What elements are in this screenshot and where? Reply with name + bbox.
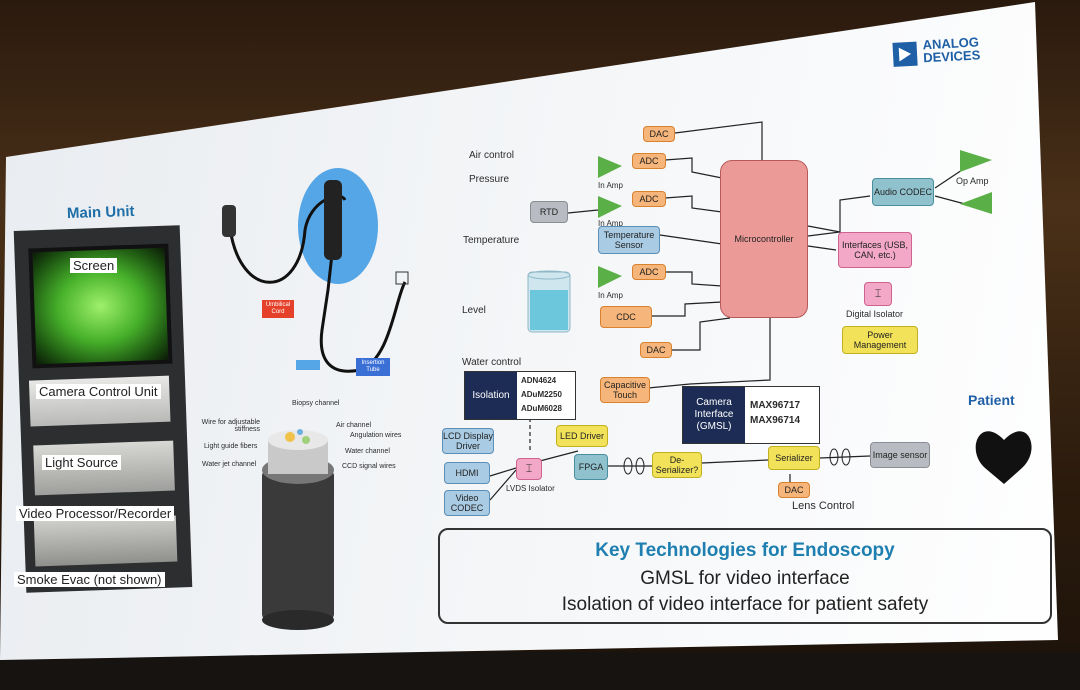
adc-level: ADC: [632, 264, 666, 280]
lvds-isolator-label: LVDS Isolator: [506, 484, 555, 493]
cdc-block: CDC: [600, 306, 652, 328]
label-smoke-evac: Smoke Evac (not shown): [14, 572, 165, 587]
inamp-label-3: In Amp: [598, 291, 623, 300]
temperature-sensor-block: Temperature Sensor: [598, 226, 660, 254]
cs-water-channel: Water channel: [345, 448, 390, 455]
inamp-label-2: In Amp: [598, 219, 623, 228]
cs-wire-stiffness: Wire for adjustable stiffness: [201, 419, 260, 433]
isolation-part-2: ADuM2250: [521, 390, 562, 399]
led-driver-block: LED Driver: [556, 425, 608, 447]
camera-interface-title: Camera Interface (GMSL): [683, 387, 745, 443]
capacitive-touch-block: Capacitive Touch: [600, 377, 650, 403]
key-tech-line-2: Isolation of video interface for patient…: [561, 594, 929, 615]
label-video-processor: Video Processor/Recorder: [16, 506, 175, 521]
isolation-part-3: ADuM6028: [521, 404, 562, 413]
adc-temperature: ADC: [632, 191, 666, 207]
key-tech-box: Key Technologies for Endoscopy GMSL for …: [438, 528, 1052, 624]
label-screen: Screen: [70, 258, 118, 273]
adc-pressure: ADC: [632, 153, 666, 169]
video-codec-block: Video CODEC: [444, 490, 490, 516]
cs-water-jet: Water jet channel: [202, 461, 257, 468]
sensor-level: Level: [462, 305, 486, 316]
lcd-driver-block: LCD Display Driver: [442, 428, 494, 454]
image-sensor-block: Image sensor: [870, 442, 930, 468]
cs-angulation: Angulation wires: [350, 432, 402, 439]
key-tech-line-1: GMSL for video interface: [640, 568, 850, 589]
fpga-block: FPGA: [574, 454, 608, 480]
isolation-title: Isolation: [465, 372, 517, 419]
cs-biopsy: Biopsy channel: [292, 400, 340, 407]
camera-interface-block: Camera Interface (GMSL) MAX96717 MAX9671…: [682, 386, 820, 444]
cs-light-guide: Light guide fibers: [204, 443, 258, 450]
camera-part-1: MAX96717: [750, 400, 801, 411]
key-tech-heading: Key Technologies for Endoscopy: [595, 540, 895, 561]
camera-part-2: MAX96714: [750, 415, 801, 426]
deserializer-block: De-Serializer?: [652, 452, 702, 478]
room-floor: [0, 652, 1080, 690]
insertion-tube-tag: Insertion Tube: [356, 358, 390, 376]
serializer-block: Serializer: [768, 446, 820, 470]
sensor-air-control: Air control: [469, 150, 515, 161]
dac-lens-block: DAC: [778, 482, 810, 498]
dac-water: DAC: [640, 342, 672, 358]
power-management-block: Power Management: [842, 326, 918, 354]
patient-heart-icon: [975, 415, 1035, 485]
digital-isolator-label: Digital Isolator: [846, 309, 904, 319]
sensor-pressure: Pressure: [469, 174, 510, 185]
rtd-block: RTD: [530, 201, 568, 223]
isolation-block: Isolation ADN4624 ADuM2250 ADuM6028: [464, 371, 576, 420]
op-amp-label: Op Amp: [956, 176, 989, 186]
label-light-source: Light Source: [42, 455, 121, 470]
umbilical-cord-tag: Umbilical Cord: [262, 300, 294, 318]
label-camera-control-unit: Camera Control Unit: [36, 384, 161, 399]
audio-codec-block: Audio CODEC: [872, 178, 934, 206]
patient-label: Patient: [968, 392, 1015, 408]
isolation-part-1: ADN4624: [521, 376, 557, 385]
dac-top: DAC: [643, 126, 675, 142]
sensor-temperature: Temperature: [463, 235, 520, 246]
cs-air: Air channel: [336, 422, 372, 429]
lvds-isolator-icon: ⌶: [516, 458, 542, 480]
sensor-water-control: Water control: [462, 357, 522, 368]
microcontroller-block: Microcontroller: [720, 160, 808, 318]
hdmi-block: HDMI: [444, 462, 490, 484]
inamp-label-1: In Amp: [598, 181, 623, 190]
cs-ccd: CCD signal wires: [342, 463, 396, 470]
lens-control-label: Lens Control: [792, 500, 855, 512]
interfaces-block: Interfaces (USB, CAN, etc.): [838, 232, 912, 268]
digital-isolator-icon: ⌶: [864, 282, 892, 306]
